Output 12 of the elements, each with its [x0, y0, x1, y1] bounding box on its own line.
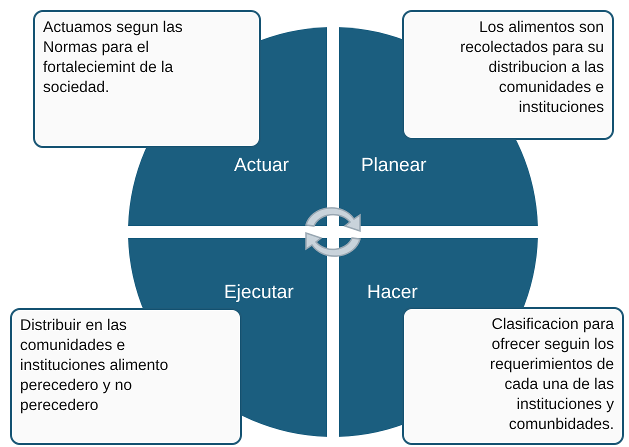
callout-box [10, 308, 242, 445]
stage-label: Actuar [234, 155, 289, 177]
callout-box [33, 10, 261, 148]
callout-text: Distribuir en las comunidades e instituciones alimento perecedero y no perecedero [20, 316, 170, 416]
callout-text: Actuamos segun las Normas para el fortaleciemint de la sociedad. [43, 18, 184, 98]
callout-text: Clasificacion para ofrecer seguin los requerimientos de cada una de las instituciones y comunbidades. [488, 315, 614, 435]
stage-label: Ejecutar [224, 282, 294, 304]
callout-box [402, 307, 624, 445]
callout-box [402, 10, 614, 140]
stage-label: Hacer [367, 282, 418, 304]
stage-label: Planear [361, 155, 426, 177]
callout-text: Los alimentos son recolectados para su distribucion a las comunidades e instituciones [459, 18, 604, 118]
